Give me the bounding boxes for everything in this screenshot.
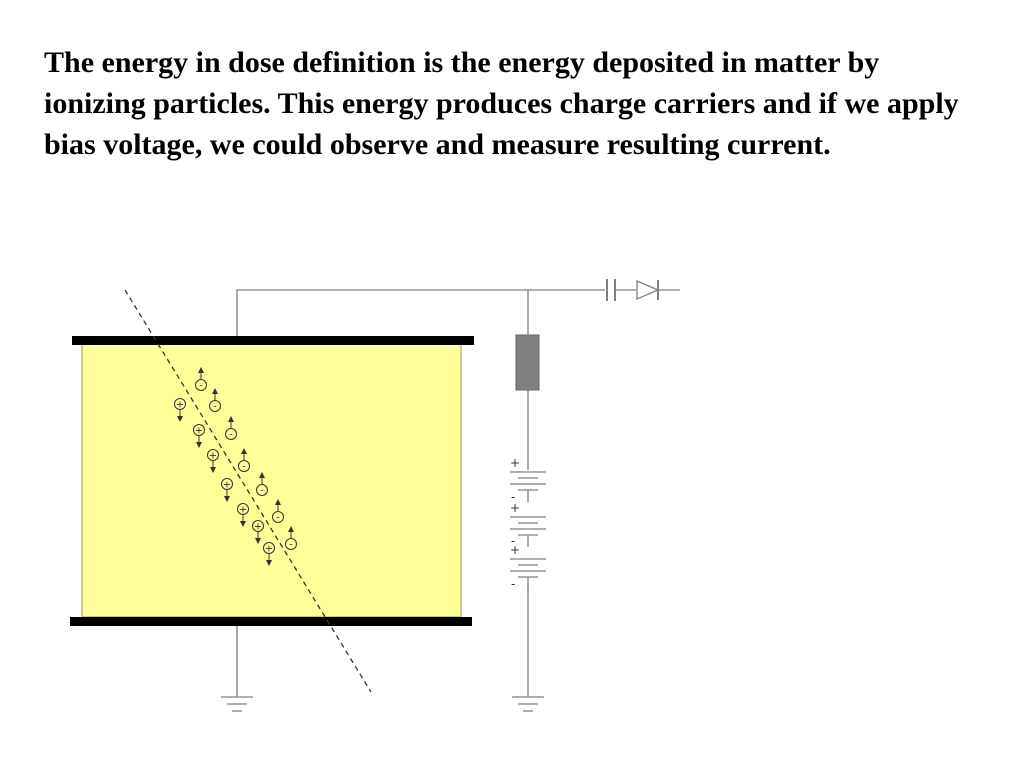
- detector-volume: [81, 343, 462, 618]
- battery-minus-label: -: [511, 490, 515, 504]
- bias-battery: [510, 471, 546, 589]
- battery-plus-label: +: [510, 456, 520, 470]
- ground-symbol-left: [221, 696, 253, 712]
- ground-symbol-right: [512, 696, 544, 712]
- electron-carrier-sign: -: [242, 462, 246, 473]
- battery-minus-label: -: [511, 534, 515, 548]
- battery-minus-label: -: [511, 577, 515, 591]
- electron-carrier-sign: -: [260, 486, 264, 497]
- battery-plus-label: +: [510, 543, 520, 557]
- hole-carrier: +: [252, 520, 264, 544]
- electron-carrier-sign: -: [229, 430, 233, 441]
- top-electrode: [72, 336, 474, 345]
- hole-carrier-sign: +: [223, 480, 231, 491]
- slide-body-text: The energy in dose definition is the ene…: [44, 46, 959, 161]
- hole-carrier: +: [263, 542, 275, 566]
- hole-carrier-sign: +: [209, 451, 217, 462]
- hole-carrier-sign: +: [239, 505, 247, 516]
- hole-carrier: +: [207, 449, 219, 473]
- electron-carrier: -: [272, 499, 284, 524]
- electron-carrier: -: [195, 367, 207, 392]
- ionizing-particle-track: [124, 289, 372, 693]
- capacitor-symbol: [606, 279, 636, 301]
- readout-wire: [236, 289, 605, 697]
- hole-carrier-sign: +: [176, 400, 184, 411]
- diode-symbol: [636, 280, 680, 300]
- electron-carrier: -: [209, 388, 221, 413]
- electron-carrier-sign: -: [213, 402, 217, 413]
- hole-carrier-sign: +: [265, 544, 273, 555]
- battery-cell: [510, 471, 546, 502]
- hole-carrier: +: [237, 503, 249, 527]
- hole-carrier-sign: +: [254, 522, 262, 533]
- charge-carriers: -------+++++++: [174, 367, 297, 566]
- electron-carrier-sign: -: [289, 540, 293, 551]
- battery-plus-label: +: [510, 501, 520, 515]
- battery-cell: [510, 516, 546, 547]
- hole-carrier-sign: +: [195, 426, 203, 437]
- electron-carrier: -: [225, 416, 237, 441]
- electron-carrier: -: [238, 448, 250, 473]
- electron-carrier-sign: -: [199, 381, 203, 392]
- hole-carrier: +: [193, 424, 205, 448]
- battery-polarity-labels: +-+-+-: [510, 456, 520, 591]
- electron-carrier: -: [285, 526, 297, 551]
- battery-cell: [510, 558, 546, 589]
- hole-carrier: +: [174, 398, 186, 422]
- electron-carrier-sign: -: [276, 513, 280, 524]
- electron-carrier: -: [256, 472, 268, 497]
- resistor-symbol: [515, 334, 540, 391]
- hole-carrier: +: [221, 478, 233, 502]
- bottom-electrode: [70, 617, 472, 626]
